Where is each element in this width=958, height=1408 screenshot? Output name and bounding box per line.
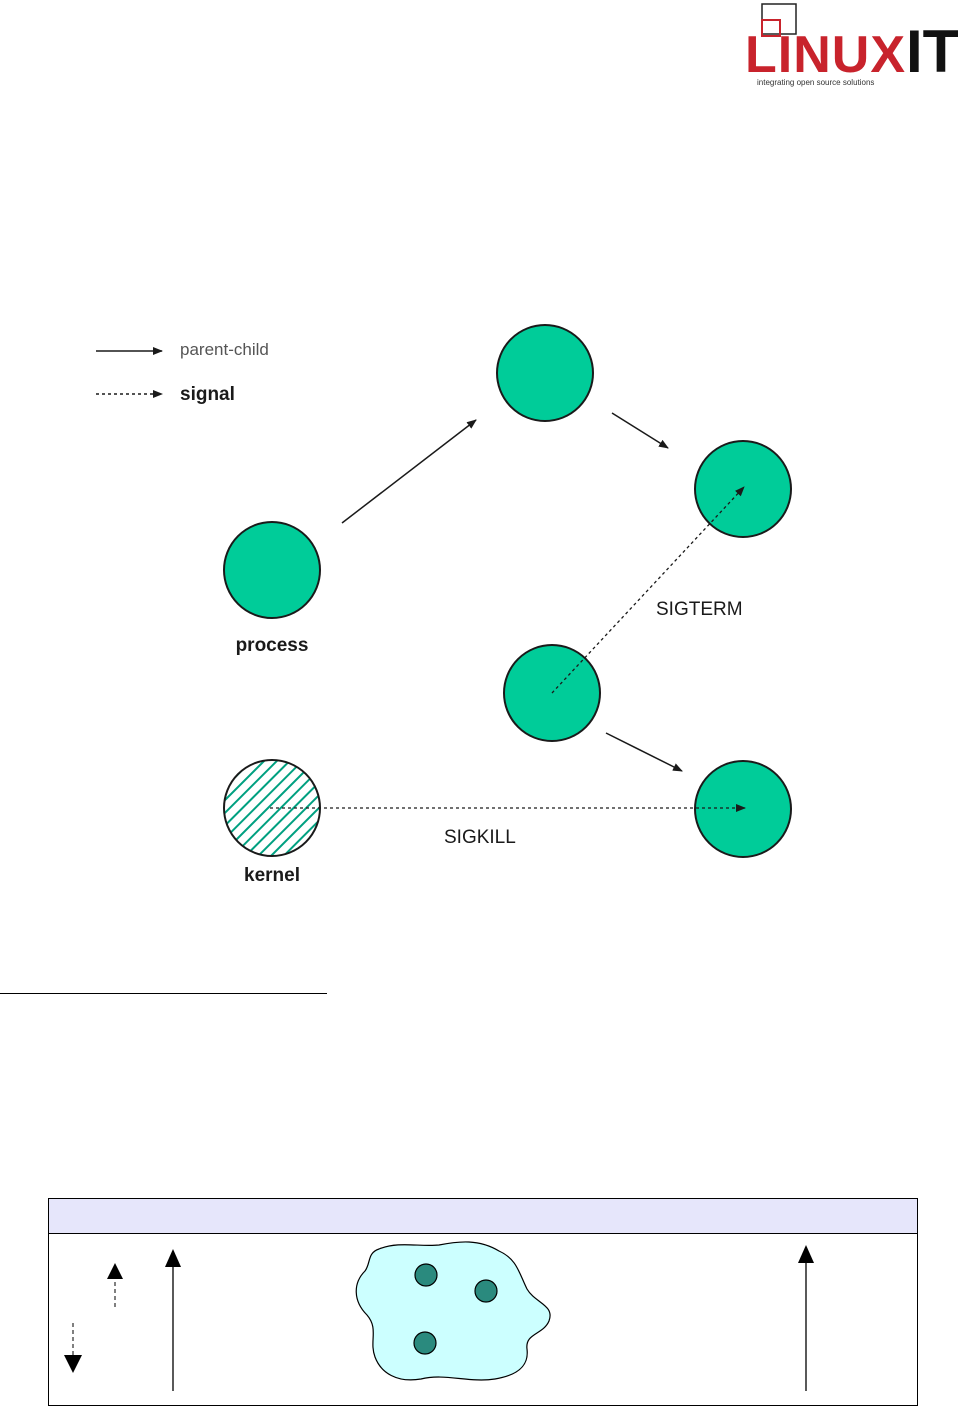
legend-parent-child-label: parent-child [180,340,269,359]
logo-squares-icon [761,3,797,37]
linuxit-logo: LINUXIT integrating open source solution… [735,0,958,92]
logo-brand-text: LINUX [745,26,906,84]
right-upper-node [694,440,792,538]
arrow-process-to-top [341,419,477,524]
small-up-arrowhead-icon [107,1263,123,1279]
sigterm-label: SIGTERM [656,599,743,620]
process-label: process [236,635,309,656]
diagram-canvas: parent-child signal process kernel SIGTE… [96,324,792,886]
logo-brand-suffix: IT [906,18,958,85]
sigterm-arrow [551,486,745,694]
process-blob [355,1241,551,1381]
footnote-separator [0,993,327,994]
tall-left-arrowhead-icon [165,1249,181,1267]
legend-signal-label: signal [180,384,235,405]
right-lower-node [694,760,792,858]
process-node [223,521,321,619]
figure-header-bar [49,1199,917,1234]
blob-dot-2 [474,1279,498,1303]
logo-wordmark: LINUXIT [745,22,958,84]
sigkill-label: SIGKILL [444,827,516,848]
top-node [496,324,594,422]
arrow-top-to-right-upper [611,412,669,449]
blob-dot-3 [413,1331,437,1355]
kernel-label: kernel [244,865,300,886]
process-space-figure [48,1198,918,1406]
arrow-middle-to-right-lower [605,732,683,772]
blob-dot-1 [414,1263,438,1287]
process-signal-diagram: parent-child signal process kernel SIGTE… [92,308,812,908]
process-space-canvas [64,1241,814,1391]
small-down-arrowhead-icon [64,1355,82,1373]
logo-tagline: integrating open source solutions [757,78,875,87]
tall-right-arrowhead-icon [798,1245,814,1263]
